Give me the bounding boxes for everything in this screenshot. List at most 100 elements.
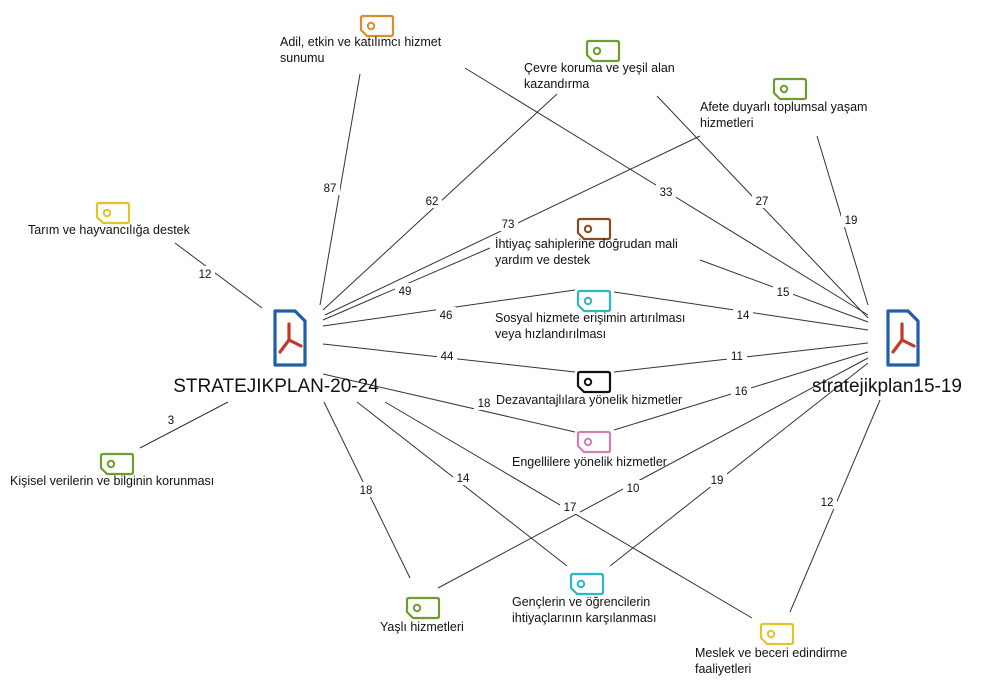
code-label: Yaşlı hizmetleri bbox=[380, 620, 464, 634]
document-label: STRATEJIKPLAN-20-24 bbox=[173, 376, 379, 397]
edge-count-background bbox=[733, 307, 753, 322]
edge-count-background bbox=[453, 470, 473, 485]
edge-count-text: 19 bbox=[845, 215, 858, 227]
nodes-layer: Adil, etkin ve katılımcı hizmetsunumuÇev… bbox=[10, 14, 962, 676]
code-node-adil[interactable]: Adil, etkin ve katılımcı hizmet sunumu bbox=[280, 14, 442, 65]
edge-count-text: 19 bbox=[711, 475, 724, 487]
tag-icon bbox=[585, 39, 621, 63]
code-node-tarim[interactable]: Tarım ve hayvancılığa destek bbox=[28, 201, 191, 237]
code-label: veya hızlandırılması bbox=[495, 327, 606, 341]
code-label: Dezavantajlılara yönelik hizmetler bbox=[496, 393, 682, 407]
edge-count-background bbox=[731, 383, 751, 398]
code-label: Engellilere yönelik hizmetler bbox=[512, 455, 667, 469]
code-label: sunumu bbox=[280, 51, 325, 65]
edge-count-text: 11 bbox=[731, 351, 743, 363]
edge-count-label: 18 bbox=[474, 395, 494, 410]
edge-count-label: 14 bbox=[453, 470, 473, 485]
tag-icon bbox=[359, 14, 395, 38]
tag-icon bbox=[576, 430, 612, 454]
code-node-meslek[interactable]: Meslek ve beceri edindirme faaliyetleri bbox=[695, 622, 847, 676]
tag-icon bbox=[405, 596, 441, 620]
code-label: Gençlerin ve öğrencilerin bbox=[512, 595, 650, 609]
edge-count-text: 46 bbox=[440, 310, 453, 322]
edge-count-background bbox=[707, 472, 727, 487]
edge-count-label: 16 bbox=[731, 383, 751, 398]
code-label: Çevre koruma ve yeşil alan bbox=[524, 61, 675, 75]
edge-count-label: 87 bbox=[320, 180, 340, 195]
pdf-document-icon bbox=[273, 309, 307, 367]
code-label: Afete duyarlı toplumsal yaşam bbox=[700, 100, 867, 114]
edge-count-background bbox=[164, 412, 178, 427]
edge-count-label: 19 bbox=[707, 472, 727, 487]
code-node-ihtiyac[interactable]: İhtiyaç sahiplerine doğrudan mali yardım … bbox=[495, 217, 678, 267]
edge-count-text: 49 bbox=[399, 286, 412, 298]
edge-count-background bbox=[560, 499, 580, 514]
edge-d1-c_engelli bbox=[322, 373, 576, 433]
edge-count-background bbox=[474, 395, 494, 410]
edge-count-background bbox=[356, 482, 376, 497]
code-label: Sosyal hizmete erişimin artırılması bbox=[495, 311, 685, 325]
code-node-afete[interactable]: Afete duyarlı toplumsal yaşam hizmetleri bbox=[700, 77, 867, 130]
edge-count-background bbox=[656, 184, 676, 199]
edge-count-text: 12 bbox=[821, 497, 834, 509]
edge-count-label: 12 bbox=[817, 494, 837, 509]
code-node-engelli[interactable]: Engellilere yönelik hizmetler bbox=[512, 430, 667, 469]
edge-count-label: 14 bbox=[733, 307, 753, 322]
edge-count-text: 3 bbox=[168, 415, 174, 427]
edge-count-background bbox=[773, 284, 793, 299]
edge-count-text: 15 bbox=[777, 287, 790, 299]
edge-count-label: 62 bbox=[422, 193, 442, 208]
edge-count-label: 27 bbox=[752, 193, 772, 208]
edge-count-label: 19 bbox=[841, 212, 861, 227]
edge-count-text: 27 bbox=[756, 196, 769, 208]
edge-count-text: 33 bbox=[660, 187, 673, 199]
code-label: İhtiyaç sahiplerine doğrudan mali bbox=[495, 237, 678, 251]
edge-labels-layer: 8762731249464418318141733271915141116101… bbox=[164, 180, 861, 514]
code-node-dezav[interactable]: Dezavantajlılara yönelik hizmetler bbox=[496, 370, 682, 407]
edge-count-label: 11 bbox=[727, 348, 747, 363]
edge-d1-c_kisisel bbox=[139, 401, 229, 449]
edge-count-label: 17 bbox=[560, 499, 580, 514]
document-label: stratejikplan15-19 bbox=[812, 376, 962, 397]
edge-count-label: 12 bbox=[195, 266, 215, 281]
edge-d2-c_yasli bbox=[437, 357, 869, 589]
code-label: ihtiyaçlarının karşılanması bbox=[512, 611, 657, 625]
tag-icon bbox=[576, 217, 612, 241]
edge-count-label: 18 bbox=[356, 482, 376, 497]
edge-count-background bbox=[727, 348, 747, 363]
document-node-d1[interactable]: STRATEJIKPLAN-20-24 bbox=[173, 309, 379, 397]
code-label: Adil, etkin ve katılımcı hizmet bbox=[280, 35, 442, 49]
edge-count-background bbox=[195, 266, 215, 281]
edge-count-background bbox=[422, 193, 442, 208]
edge-count-text: 12 bbox=[199, 269, 212, 281]
code-label: hizmetleri bbox=[700, 116, 754, 130]
tag-icon bbox=[576, 370, 612, 394]
tag-icon bbox=[759, 622, 795, 646]
edge-count-label: 10 bbox=[623, 480, 643, 495]
code-label: yardım ve destek bbox=[495, 253, 591, 267]
edge-d1-c_tarim bbox=[174, 242, 263, 309]
edge-count-label: 46 bbox=[436, 307, 456, 322]
code-label: Meslek ve beceri edindirme bbox=[695, 646, 847, 660]
edge-d2-c_genc bbox=[609, 362, 869, 567]
edge-count-text: 87 bbox=[324, 183, 337, 195]
edge-count-background bbox=[437, 348, 457, 363]
tag-icon bbox=[569, 572, 605, 596]
code-node-genc[interactable]: Gençlerin ve öğrencilerin ihtiyaçlarının … bbox=[512, 572, 657, 625]
edge-count-label: 15 bbox=[773, 284, 793, 299]
code-label: Kişisel verilerin ve bilginin korunması bbox=[10, 474, 214, 488]
code-label: faaliyetleri bbox=[695, 662, 751, 676]
edge-count-text: 17 bbox=[564, 502, 577, 514]
document-node-d2[interactable]: stratejikplan15-19 bbox=[812, 309, 962, 397]
code-node-sosyal[interactable]: Sosyal hizmete erişimin artırılması veya … bbox=[495, 289, 685, 341]
edge-count-text: 62 bbox=[426, 196, 439, 208]
code-label: Tarım ve hayvancılığa destek bbox=[28, 223, 191, 237]
edge-count-background bbox=[395, 283, 415, 298]
edge-count-background bbox=[623, 480, 643, 495]
code-node-yasli[interactable]: Yaşlı hizmetleri bbox=[380, 596, 464, 634]
code-node-kisisel[interactable]: Kişisel verilerin ve bilginin korunması bbox=[10, 452, 214, 488]
tag-icon bbox=[95, 201, 131, 225]
edge-count-background bbox=[752, 193, 772, 208]
